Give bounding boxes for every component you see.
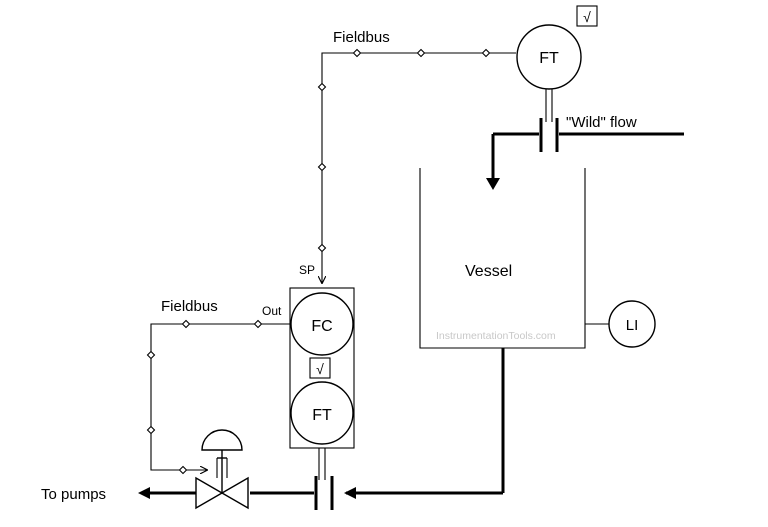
to-pumps-label: To pumps bbox=[41, 486, 106, 503]
li-instrument: LI bbox=[608, 300, 656, 348]
fieldbus-left-signal bbox=[146, 319, 291, 475]
wild-flow-pipe bbox=[486, 132, 684, 190]
control-valve bbox=[195, 429, 249, 510]
wild-flow-label: "Wild" flow bbox=[566, 114, 637, 131]
li-tag: LI bbox=[626, 317, 639, 334]
sqrt-icon: √ bbox=[316, 361, 324, 377]
vessel bbox=[419, 168, 586, 349]
vessel-label: Vessel bbox=[465, 263, 512, 280]
sp-label: SP bbox=[299, 263, 315, 277]
ft-bottom-sqrt-box: √ bbox=[309, 357, 331, 379]
out-label: Out bbox=[262, 304, 282, 318]
ft-top-instrument: FT bbox=[516, 24, 582, 90]
fc-tag: FC bbox=[311, 318, 332, 335]
fieldbus-left-label: Fieldbus bbox=[161, 298, 218, 315]
ft-top-tag: FT bbox=[539, 50, 559, 67]
orifice-plate-bottom bbox=[314, 476, 334, 510]
fieldbus-top-label: Fieldbus bbox=[333, 29, 390, 46]
ft-top-sqrt-box: √ bbox=[576, 5, 598, 27]
orifice-plate-top bbox=[539, 118, 559, 152]
sqrt-icon: √ bbox=[583, 9, 591, 25]
watermark: InstrumentationTools.com bbox=[436, 330, 556, 342]
fc-instrument: FC bbox=[290, 292, 354, 356]
fieldbus-top-signal bbox=[317, 48, 516, 284]
ft-bottom-tag: FT bbox=[312, 407, 332, 424]
outlet-pipe bbox=[138, 348, 505, 499]
ft-bottom-instrument: FT bbox=[290, 381, 354, 445]
